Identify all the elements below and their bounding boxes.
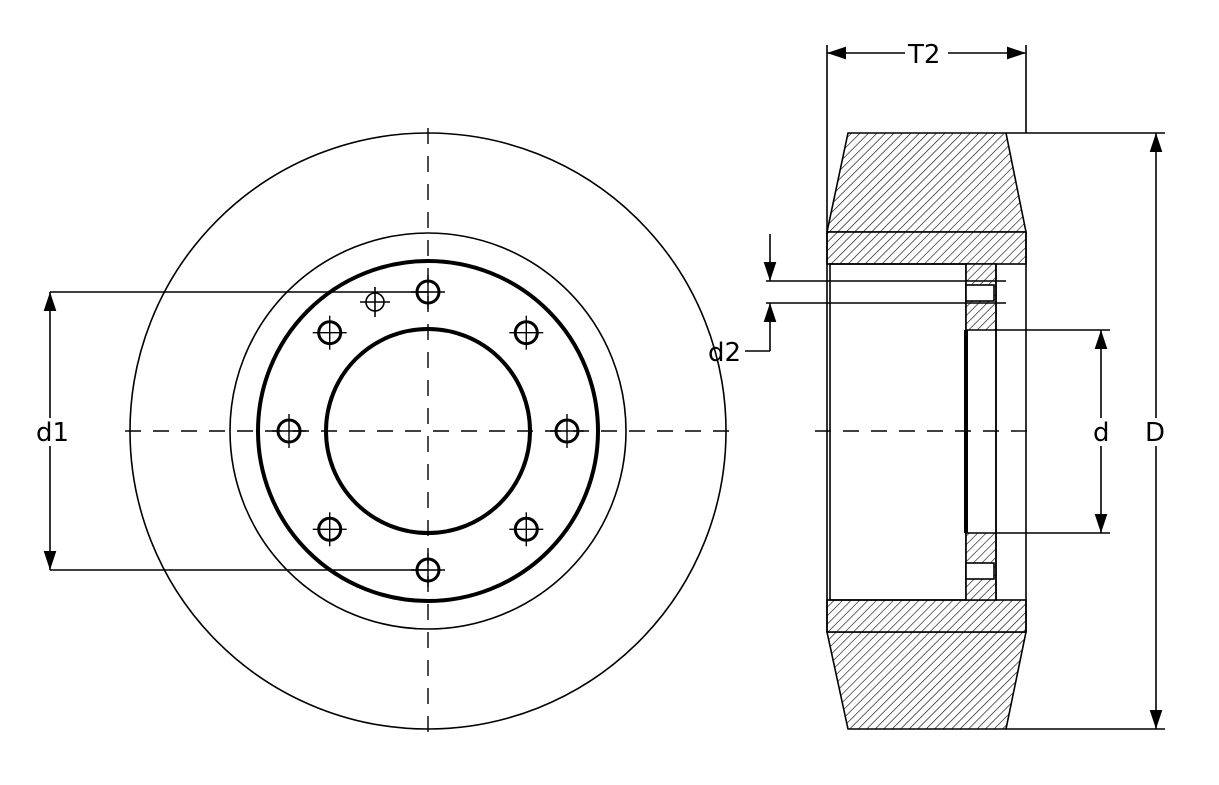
bolt-hole: [312, 315, 347, 350]
bolt-hole: [509, 512, 544, 547]
bolt-holes: [272, 275, 584, 587]
d-label: d: [1093, 418, 1110, 448]
bolt-slot-top: [965, 284, 995, 302]
d1-dimension: [43, 291, 428, 571]
hub-outer-circle: [229, 232, 627, 630]
t2-label: T2: [907, 40, 940, 70]
D-label: D: [1145, 418, 1165, 448]
d1-label: d1: [36, 418, 69, 448]
t2-dimension: [826, 45, 1027, 232]
d2-dimension: [745, 234, 1006, 352]
D-dimension: [1006, 132, 1165, 730]
d2-label: d2: [708, 338, 741, 368]
d-dimension: [996, 329, 1110, 534]
hub-body: [829, 263, 967, 601]
bore-circle: [324, 327, 532, 535]
tread-top: [826, 132, 1027, 233]
outer-tread-circle: [129, 132, 727, 730]
bolt-slot-bottom: [965, 562, 995, 580]
bolt-hole: [272, 414, 306, 448]
bolt-hole: [509, 315, 544, 350]
bolt-hole: [550, 414, 584, 448]
bolt-flange-circle: [256, 259, 600, 603]
side-view: T2 d2 d D: [708, 40, 1165, 730]
bolt-hole: [312, 512, 347, 547]
front-view: d1: [36, 128, 735, 735]
rim-band-bottom: [826, 599, 1027, 633]
rim-band-top: [826, 231, 1027, 265]
tread-bottom: [826, 631, 1027, 730]
